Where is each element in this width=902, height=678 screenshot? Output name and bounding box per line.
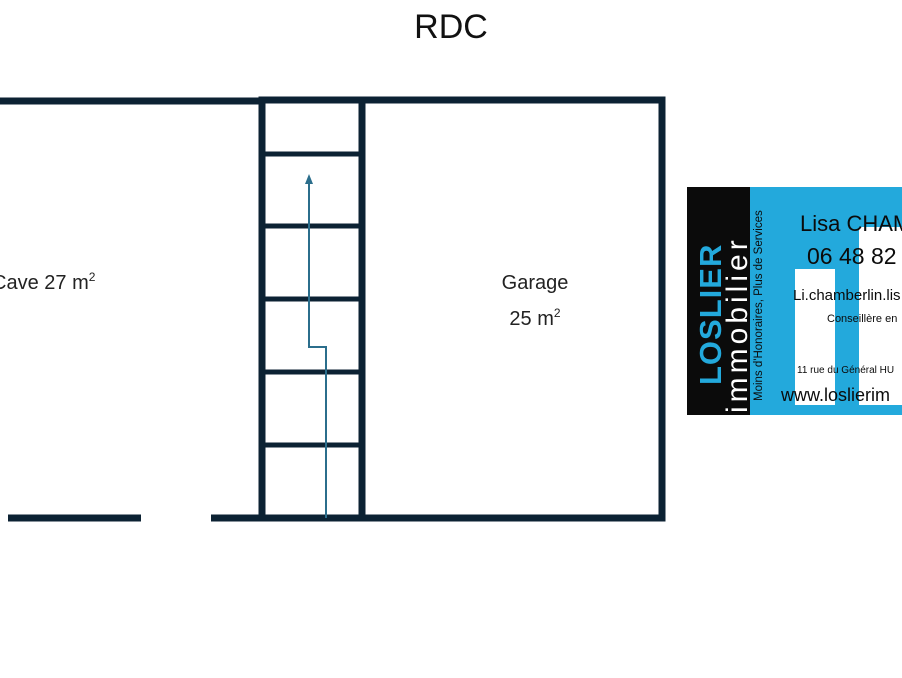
arrow-head — [305, 174, 313, 184]
agent-name: Lisa CHAMBERLIN — [800, 211, 902, 236]
agent-email: Li.chamberlin.lis — [793, 287, 901, 304]
brand-strip — [687, 187, 750, 415]
stair-direction-arrow — [308, 180, 327, 518]
cave-area: 27 m — [44, 272, 89, 294]
garage-outline — [358, 96, 666, 522]
logo-emblem-shape — [859, 227, 902, 405]
cave-area-exponent: 2 — [88, 270, 96, 284]
garage-label: Garage 25 m2 — [470, 268, 600, 334]
garage-name: Garage — [501, 272, 569, 294]
garage-area-exponent: 2 — [553, 306, 561, 320]
floor-title: RDC — [414, 8, 488, 46]
brand-subtitle: immobilier — [721, 236, 754, 413]
logo-emblem-shape — [795, 269, 835, 405]
staircase-outline — [258, 96, 366, 522]
brand-slogan: Moins d'Honoraires, Plus de Services — [753, 210, 765, 401]
agent-card: LOSLIER immobilier Moins d'Honoraires, P… — [687, 187, 902, 415]
agent-website: www.loslierim — [781, 385, 891, 405]
agent-role: Conseillère en — [827, 313, 898, 325]
agent-address: 11 rue du Général HU — [797, 365, 895, 376]
agent-phone: 06 48 82 — [807, 243, 897, 269]
garage-area: 25 m — [509, 308, 554, 330]
